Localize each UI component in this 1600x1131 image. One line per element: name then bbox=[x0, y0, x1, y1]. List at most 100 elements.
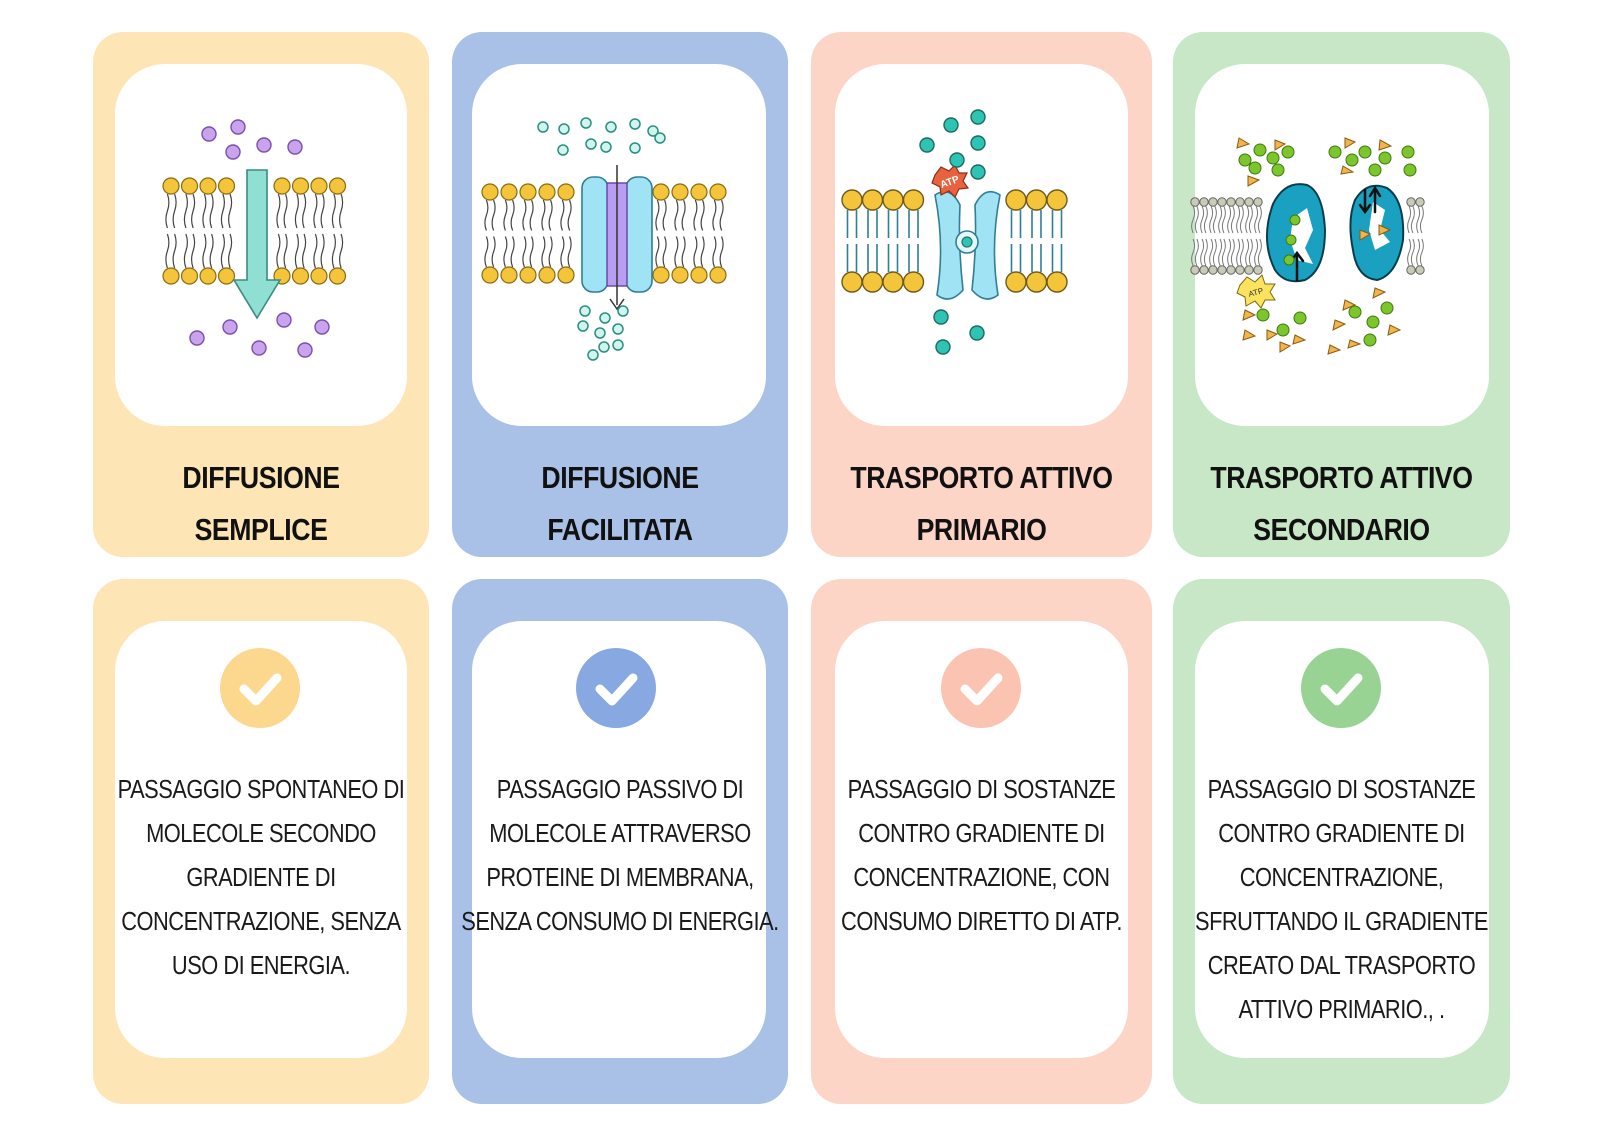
molecules-inside bbox=[189, 312, 330, 358]
molecules-outside bbox=[201, 119, 303, 160]
description: PASSAGGIO SPONTANEO DI MOLECOLE SECONDO … bbox=[117, 774, 405, 980]
lipid-tail bbox=[1248, 205, 1253, 267]
lipid-tail bbox=[209, 193, 214, 269]
lipid-head bbox=[1208, 197, 1218, 207]
lipid-tail bbox=[331, 193, 336, 269]
lipid-head bbox=[690, 266, 708, 284]
lipid-tail bbox=[681, 199, 686, 268]
lipid-tail bbox=[1194, 205, 1199, 267]
lipid-tail bbox=[662, 199, 667, 268]
lipid-head bbox=[671, 183, 689, 201]
lipid-head bbox=[519, 183, 537, 201]
lipid-head bbox=[1253, 197, 1263, 207]
lipid-head bbox=[1208, 265, 1218, 275]
lipid-tails bbox=[165, 193, 344, 269]
lipid-head bbox=[861, 189, 884, 211]
lipid-head bbox=[500, 183, 518, 201]
card-title: TRASPORTO ATTIVO PRIMARIO bbox=[850, 460, 1113, 547]
lipid-tail bbox=[191, 193, 196, 269]
desc-card-simple-diffusion: PASSAGGIO SPONTANEO DI MOLECOLE SECONDO … bbox=[93, 579, 429, 1104]
orange-solutes bbox=[1236, 137, 1402, 355]
lipid-tail bbox=[1257, 205, 1262, 267]
secondary-active-transport-illustration: ATP bbox=[1190, 137, 1425, 355]
lipid-tail bbox=[313, 193, 318, 269]
lipid-tail bbox=[1416, 205, 1421, 267]
lipid-head bbox=[709, 266, 727, 284]
lipid-head bbox=[481, 183, 499, 201]
lipid-head bbox=[1190, 265, 1200, 275]
desc-card-primary-active-transport: PASSAGGIO DI SOSTANZE CONTRO GRADIENTE D… bbox=[811, 579, 1152, 1104]
check-icon bbox=[220, 648, 300, 728]
lipid-tail bbox=[283, 193, 288, 269]
ions-inside bbox=[933, 309, 985, 355]
lipid-head bbox=[519, 266, 537, 284]
lipid-head bbox=[652, 183, 670, 201]
lipid-head bbox=[162, 267, 180, 285]
lipid-tail bbox=[1212, 205, 1217, 267]
lipid-tail bbox=[339, 193, 344, 269]
check-icon bbox=[941, 648, 1021, 728]
lipid-tail bbox=[1218, 205, 1223, 267]
lipid-head bbox=[180, 267, 199, 285]
green-solutes bbox=[1238, 143, 1417, 347]
lipid-head bbox=[291, 177, 310, 195]
lipid-head bbox=[1046, 271, 1068, 293]
lipid-tail bbox=[1239, 205, 1244, 267]
illustration-panel bbox=[1195, 64, 1489, 426]
lipid-head bbox=[1226, 197, 1236, 207]
lipid-tail bbox=[522, 199, 527, 268]
check-icon bbox=[576, 648, 656, 728]
lipid-tail bbox=[183, 193, 188, 269]
atp-label: ATP bbox=[1247, 286, 1264, 299]
lipid-head bbox=[199, 267, 217, 285]
lipid-tail bbox=[712, 199, 717, 268]
lipid-head bbox=[273, 177, 291, 195]
lipid-tail bbox=[1407, 205, 1412, 267]
card-title: DIFFUSIONE FACILITATA bbox=[541, 460, 699, 547]
lipid-tail bbox=[567, 199, 572, 268]
lipid-tail bbox=[172, 193, 177, 269]
desc-card-facilitated-diffusion: PASSAGGIO PASSIVO DI MOLECOLE ATTRAVERSO… bbox=[452, 579, 788, 1104]
description: PASSAGGIO PASSIVO DI MOLECOLE ATTRAVERSO… bbox=[461, 774, 779, 936]
lipid-tail bbox=[1227, 205, 1232, 267]
lipid-head bbox=[217, 177, 236, 195]
lipid-tail bbox=[1419, 205, 1424, 267]
lipid-tail bbox=[165, 193, 170, 269]
lipid-head bbox=[538, 266, 556, 284]
lipid-tail bbox=[1254, 205, 1259, 267]
diffusion-arrow bbox=[232, 169, 282, 320]
lipid-head bbox=[310, 267, 328, 285]
lipid-head bbox=[902, 189, 925, 211]
lipid-head bbox=[841, 271, 863, 293]
ions-outside bbox=[919, 109, 986, 180]
lipid-tail bbox=[302, 193, 307, 269]
lipid-tail bbox=[484, 199, 489, 268]
description: PASSAGGIO DI SOSTANZE CONTRO GRADIENTE D… bbox=[841, 774, 1122, 936]
lipid-tail bbox=[700, 199, 705, 268]
primary-active-transport-illustration: ATP bbox=[841, 109, 1068, 355]
lipid-head bbox=[199, 177, 217, 195]
lipid-head bbox=[882, 271, 904, 293]
molecules-inside bbox=[577, 305, 629, 361]
lipid-head bbox=[162, 177, 180, 195]
lipid-tail bbox=[1209, 205, 1214, 267]
lipid-head bbox=[882, 189, 904, 211]
lipid-tail bbox=[541, 199, 546, 268]
lipid-head bbox=[538, 183, 556, 201]
lipid-head bbox=[671, 266, 689, 284]
lipid-head bbox=[1244, 265, 1254, 275]
lipid-head bbox=[902, 271, 925, 293]
lipid-head bbox=[1005, 189, 1027, 211]
lipid-head bbox=[1415, 265, 1425, 275]
lipid-head bbox=[1226, 265, 1236, 275]
lipid-head bbox=[1190, 197, 1200, 207]
lipid-head bbox=[1217, 265, 1227, 275]
lipid-head bbox=[291, 267, 310, 285]
lipid-tail bbox=[220, 193, 225, 269]
channel-protein bbox=[581, 176, 653, 293]
lipid-tail bbox=[276, 193, 281, 269]
pump-protein bbox=[934, 190, 1001, 300]
lipid-head bbox=[1046, 189, 1068, 211]
lipid-tail bbox=[228, 193, 233, 269]
lipid-head bbox=[709, 183, 727, 201]
